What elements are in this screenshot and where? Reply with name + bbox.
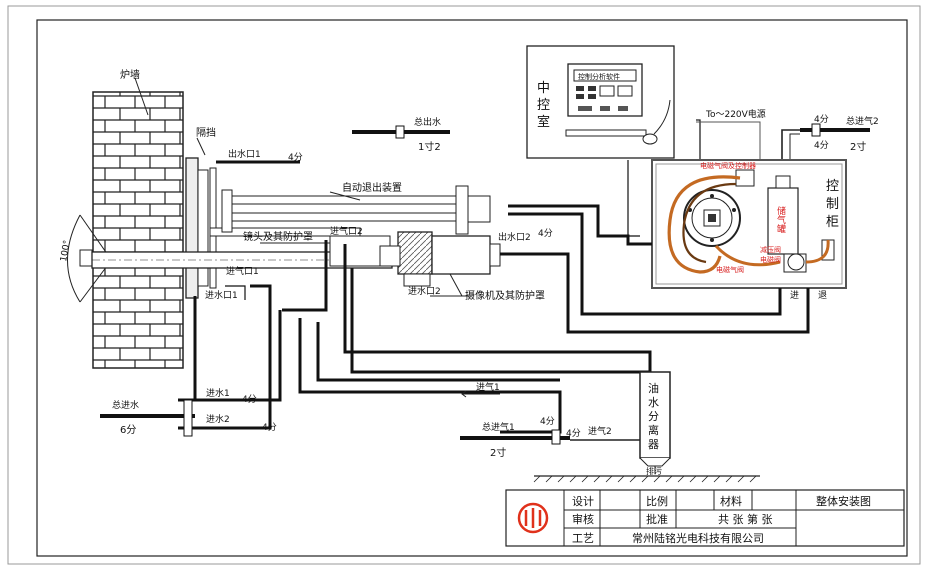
total-air-2-size-a: 4分 <box>814 114 829 125</box>
tb-review: 审核 <box>572 512 594 526</box>
cabinet-char-3: 柜 <box>826 215 839 230</box>
hose-3 <box>714 244 781 267</box>
total-water-in: 总进水 6分 进水1 4分 进水2 4分 <box>100 387 277 437</box>
control-room-char-1: 中 <box>537 81 550 96</box>
flange-label: 隔挡 <box>196 126 216 139</box>
total-air-2-size-b: 4分 <box>814 140 829 151</box>
total-air-2: 总进气2 4分 4分 2寸 <box>781 114 879 160</box>
tb-approve: 批准 <box>646 512 668 526</box>
lens-cover-label: 镜头及其防护罩 <box>243 230 313 243</box>
auto-retract-device: 自动退出装置 <box>221 181 491 235</box>
tb-material: 材料 <box>720 494 742 508</box>
tb-company: 常州陆铭光电科技有限公司 <box>632 531 764 545</box>
angle-label: 100° <box>59 239 73 262</box>
oil-water-separator: 油 水 分 离 器 排污 <box>533 371 760 483</box>
valve-label-1: 电磁气阀及控制器 <box>700 161 756 170</box>
power-label: To～220V电源 <box>705 108 766 120</box>
tb-scale: 比例 <box>646 494 668 508</box>
total-air-1-size-a: 4分 <box>540 416 555 427</box>
mouse <box>642 133 658 145</box>
cabinet-in-label: 进 <box>790 290 799 301</box>
total-air-2-label: 总进气2 <box>846 115 879 127</box>
view-angle: 100° <box>59 214 111 303</box>
water-out-1-label: 出水口1 <box>228 148 261 160</box>
water-out-2-size: 4分 <box>538 228 553 239</box>
hose-1 <box>667 175 741 274</box>
total-air-1-size-b: 4分 <box>566 428 581 439</box>
water-in-b-label: 进水2 <box>206 413 230 425</box>
tb-sheets: 共 张 第 张 <box>718 512 773 526</box>
water-out-1-size: 4分 <box>288 152 303 163</box>
drain-label: 排污 <box>646 466 662 476</box>
title-block: 设计 审核 工艺 比例 批准 材料 共 张 第 张 整体安装图 常州陆铭光电科技… <box>505 489 905 547</box>
air-in-label: 进气1 <box>476 381 500 393</box>
camera-housing: 摄像机及其防护罩 镜头及其防护罩 <box>243 230 545 302</box>
air-in-b-label: 进气2 <box>588 425 612 437</box>
mounting-flange: 隔挡 <box>185 126 217 299</box>
gas-tank <box>767 187 799 255</box>
total-water-in-size: 6分 <box>120 424 136 436</box>
furnace-wall: 炉墙 <box>92 68 184 369</box>
cabinet-out-label: 退 <box>818 290 827 301</box>
water-out-2-label: 出水口2 <box>498 231 531 243</box>
hose-2 <box>682 182 737 264</box>
camera-cover-label: 摄像机及其防护罩 <box>465 289 545 302</box>
drawing-frame <box>36 19 908 557</box>
air-in-2-label: 进气口2 <box>330 225 363 237</box>
total-water-in-label: 总进水 <box>112 399 139 411</box>
total-water-out-label: 总出水 <box>414 116 441 128</box>
wall-label: 炉墙 <box>120 68 140 81</box>
cabinet-char-1: 控 <box>826 179 839 194</box>
separator-char-1: 油 <box>648 381 659 395</box>
control-room-char-3: 室 <box>537 114 550 130</box>
separator-char-3: 分 <box>648 410 659 423</box>
air-in-1-label: 进气口1 <box>226 265 259 277</box>
water-in-a-size: 4分 <box>242 394 257 405</box>
control-cabinet: 控 制 柜 储气罐 电磁气阀及控制器 减压阀 电磁阀 电磁气阀 进 退 <box>651 159 847 301</box>
total-water-out: 总出水 1寸2 <box>352 116 450 153</box>
water-in-2-label: 进水口2 <box>408 285 441 297</box>
valve-label-3: 电磁阀 <box>760 255 781 264</box>
water-in-b-size: 4分 <box>262 422 277 433</box>
separator-char-2: 水 <box>648 396 659 409</box>
hose-4 <box>805 239 830 264</box>
tb-process: 工艺 <box>572 532 594 545</box>
control-room-char-2: 控 <box>537 98 550 113</box>
valve-label-4: 电磁气阀 <box>716 265 744 274</box>
total-water-out-size: 1寸2 <box>418 140 441 153</box>
separator-char-5: 器 <box>648 438 659 451</box>
valve-label-2: 减压阀 <box>760 245 781 254</box>
total-air-1-label: 总进气1 <box>482 421 515 433</box>
piping <box>178 204 810 434</box>
tb-drawing-title: 整体安装图 <box>816 494 871 508</box>
total-air-2-size: 2寸 <box>850 140 866 153</box>
keyboard <box>565 129 647 137</box>
tb-design: 设计 <box>572 495 594 508</box>
monitor-software-label: 控制分析软件 <box>578 72 620 81</box>
outer-border <box>7 5 921 565</box>
separator-char-4: 离 <box>648 423 659 437</box>
total-air-1-size: 2寸 <box>490 446 506 459</box>
cabinet-char-2: 制 <box>826 197 839 212</box>
water-in-1-label: 进水口1 <box>205 289 238 301</box>
total-air-1: 总进气1 2寸 4分 4分 进气2 <box>460 416 640 459</box>
auto-retract-label: 自动退出装置 <box>342 181 402 194</box>
water-in-a-label: 进水1 <box>206 387 230 399</box>
control-room: 中 控 室 控制分析软件 <box>526 45 675 159</box>
gas-tank-label: 储气罐 <box>775 205 786 234</box>
